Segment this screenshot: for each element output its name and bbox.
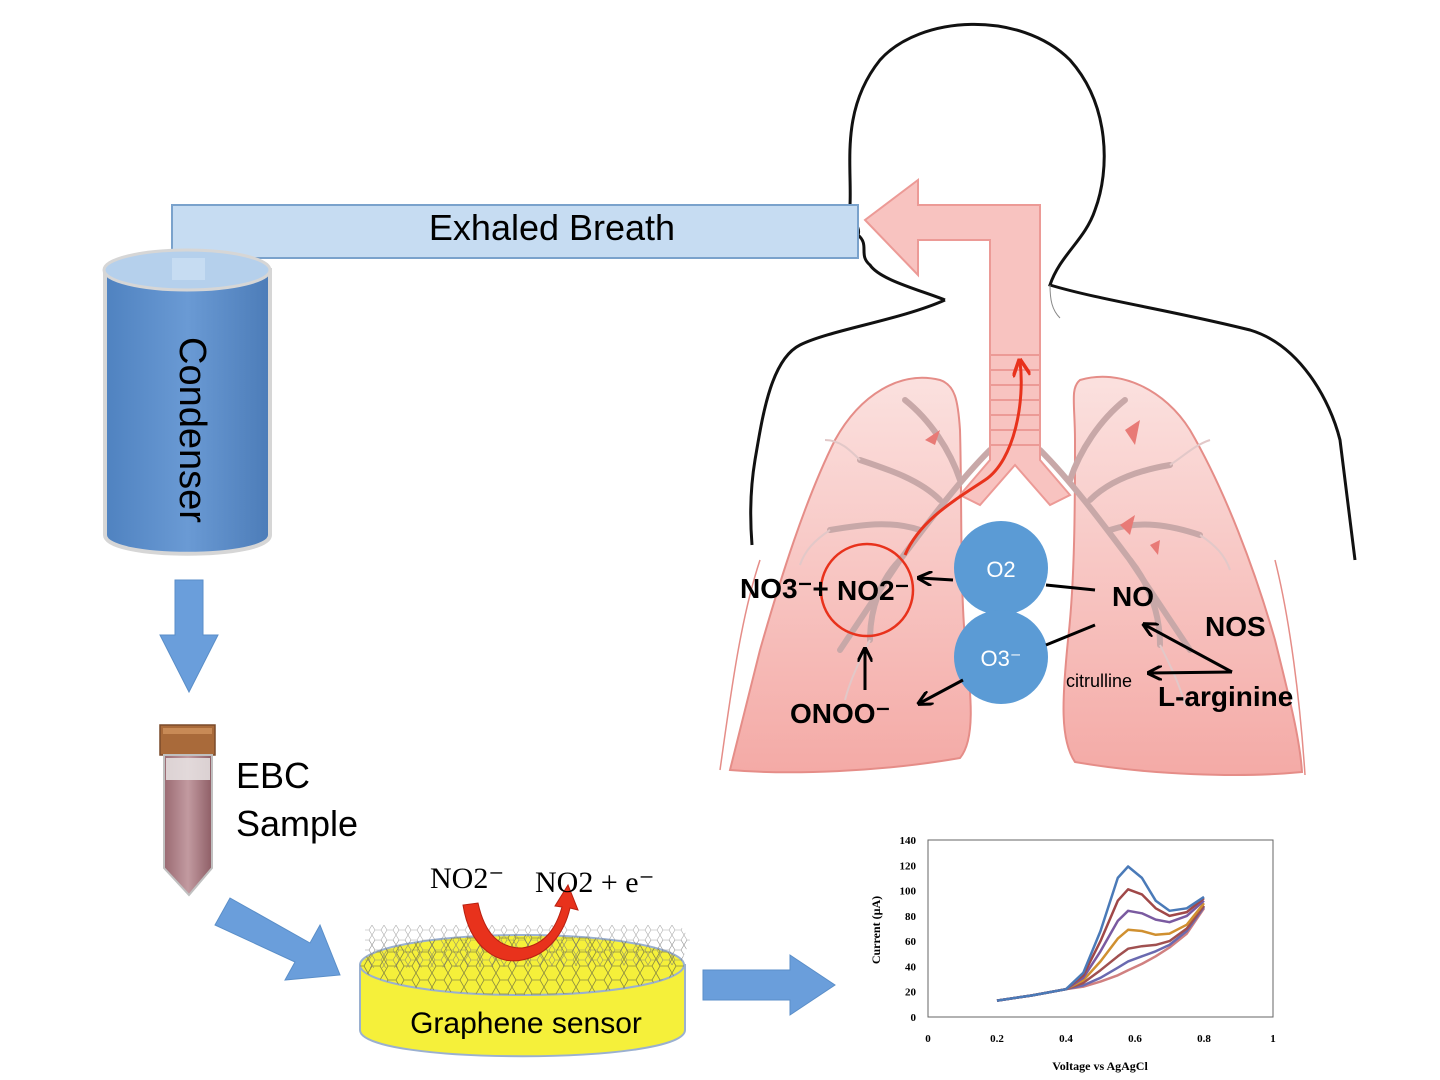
y-tick-label: 40 [905, 961, 917, 973]
y-tick-label: 20 [905, 987, 917, 999]
right-lung [1062, 375, 1304, 776]
x-tick-label: 1 [1270, 1033, 1276, 1045]
right-arrow [702, 954, 836, 1016]
ebc-sample-tube: EBC Sample [159, 724, 358, 897]
voltammetry-chart: 0 20 40 60 80 100 120 140 0 0.2 0.4 0.6 0.8 1 Curren… [869, 835, 1276, 1073]
reaction-arrow [462, 883, 579, 962]
onoo-label: ONOO⁻ [790, 698, 890, 729]
diagonal-arrow [214, 897, 341, 981]
down-arrow [159, 579, 219, 694]
condenser-label: Condenser [171, 337, 213, 523]
x-tick-label: 0.2 [990, 1033, 1004, 1045]
no2-label: NO2⁻ [837, 575, 909, 606]
o2-label: O2 [986, 557, 1015, 582]
y-tick-label: 80 [905, 911, 917, 923]
trachea-arrow [863, 177, 1072, 507]
y-tick-label: 100 [900, 886, 917, 898]
chart-series-line-1 [996, 865, 1205, 1002]
pathway-arrows [865, 578, 1233, 703]
exhaled-breath-pipe: Exhaled Breath [171, 204, 859, 281]
l-arginine-label: L-arginine [1158, 681, 1293, 712]
x-tick-label: 0 [925, 1033, 931, 1045]
o2-molecule [954, 521, 1048, 615]
sensor-reactant-label: NO2⁻ [430, 862, 504, 895]
chart-y-axis-label: Current (µA) [869, 896, 883, 964]
graphene-sensor: Graphene sensor NO2⁻ NO2 + e⁻ [359, 862, 690, 1058]
graphene-sensor-label: Graphene sensor [410, 1007, 642, 1040]
sensor-product-label: NO2 + e⁻ [535, 866, 654, 899]
lungs [719, 375, 1306, 776]
chart-x-axis-label: Voltage vs AgAgCl [1052, 1059, 1148, 1073]
condenser: Condenser [102, 248, 272, 556]
red-breath-arrow [903, 362, 1021, 556]
ebc-label-line1: EBC [236, 755, 310, 796]
y-tick-label: 140 [900, 835, 917, 847]
x-tick-label: 0.6 [1128, 1033, 1142, 1045]
y-tick-label: 0 [911, 1012, 917, 1024]
y-tick-label: 60 [905, 936, 917, 948]
x-tick-label: 0.8 [1197, 1033, 1211, 1045]
no2-highlight-circle [819, 542, 915, 638]
x-tick-label: 0.4 [1059, 1033, 1073, 1045]
nos-label: NOS [1205, 611, 1266, 642]
bronchioles [799, 439, 1231, 706]
chemistry-pathway: O2 O3⁻ NO3⁻+ NO2⁻ NO NOS citrulline L-ar… [740, 521, 1293, 729]
ebc-label-line2: Sample [236, 803, 358, 844]
bronchi-tree [827, 397, 1203, 653]
o3-molecule [954, 610, 1048, 704]
y-tick-label: 120 [900, 860, 917, 872]
o3-label: O3⁻ [981, 646, 1022, 671]
exhaled-breath-label: Exhaled Breath [429, 207, 675, 248]
citrulline-label: citrulline [1066, 671, 1132, 691]
no-label: NO [1112, 581, 1154, 612]
no3-label: NO3⁻+ [740, 573, 829, 604]
